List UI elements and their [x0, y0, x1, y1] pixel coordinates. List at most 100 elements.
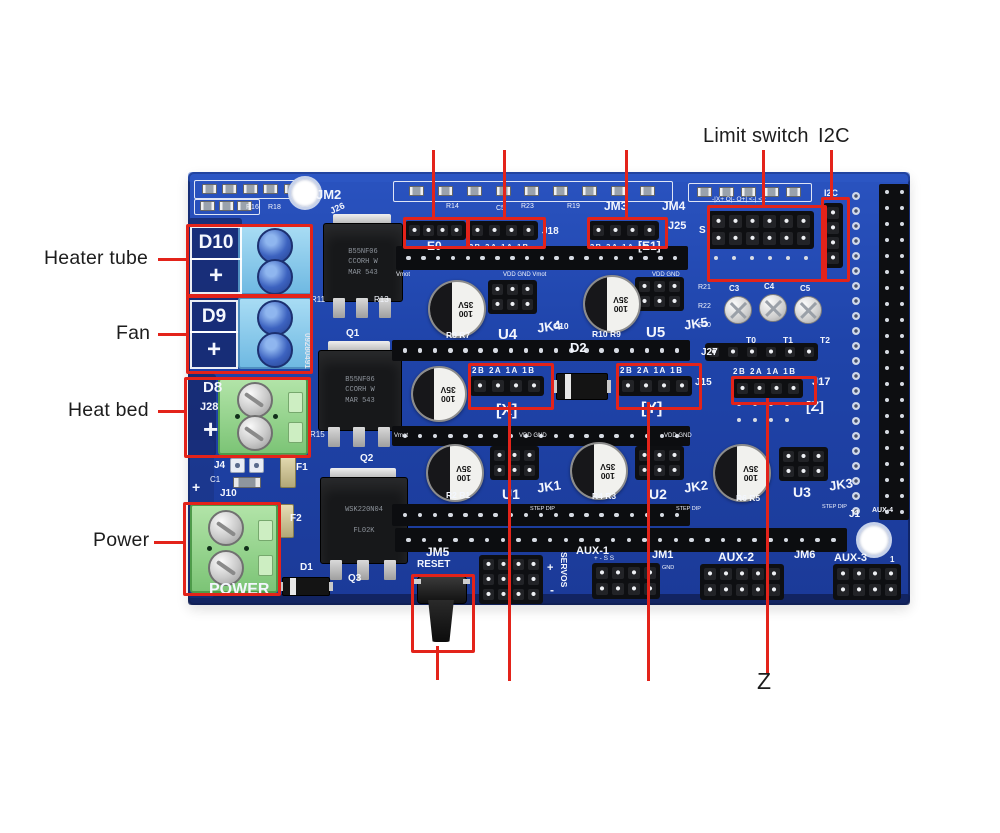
terminal-screw [207, 549, 244, 586]
terminal-dot [207, 545, 213, 551]
header-pin-dot [884, 382, 889, 386]
annotation-label-power: Power [93, 529, 150, 551]
pin [827, 222, 839, 234]
pin [639, 296, 650, 307]
pin [654, 450, 665, 461]
pin-header [779, 447, 828, 481]
pin [783, 451, 794, 462]
silkscreen-text: - [550, 583, 554, 597]
pin [513, 574, 524, 585]
mosfet-leg [330, 560, 342, 580]
pin [669, 450, 680, 461]
header-pin-dot [563, 537, 569, 543]
mosfet-body: B55NF06 CCORH W MAR 543 [318, 350, 402, 431]
pin [627, 225, 638, 236]
pin [676, 380, 688, 392]
header-pin-dot [584, 348, 589, 353]
header-pin-dot [899, 222, 904, 226]
through-hole [852, 462, 860, 470]
pin [528, 380, 540, 392]
header-pin-dot [899, 478, 904, 482]
header-pin-dot [599, 433, 604, 439]
pin [780, 215, 793, 228]
silkscreen-text: C5 [800, 284, 811, 293]
header-pin-dot [884, 206, 889, 210]
annotation-box-motor-connector-2 [466, 217, 546, 249]
silkscreen-text: C1 [210, 475, 221, 484]
pin [752, 584, 764, 596]
annotation-box-motor-connector-3 [587, 217, 668, 249]
header-pin-dot [626, 537, 632, 543]
pin [853, 568, 865, 580]
silkscreen-text: STEP DIP [676, 506, 701, 512]
smd-resistor [466, 185, 482, 196]
header-pin-dot [432, 433, 438, 439]
terminal-screw [256, 258, 293, 295]
smd-resistor [763, 186, 779, 197]
reset-button-stem [428, 600, 454, 642]
pin [798, 466, 809, 477]
pin [510, 380, 522, 392]
header-pin-dot [884, 510, 889, 514]
pin [483, 574, 494, 585]
mosfet-leg [357, 560, 369, 580]
silkscreen-text: D8 [203, 379, 223, 396]
header-pin-dot [899, 334, 904, 338]
pin [498, 589, 509, 600]
solder-pad [753, 418, 757, 422]
annotation-label-heat-bed: Heat bed [68, 399, 149, 421]
silkscreen-text: R4 R3 [592, 491, 617, 501]
silkscreen-text: R16 [246, 204, 259, 211]
annotation-line-top-line-1 [432, 150, 435, 219]
header-pin-dot [657, 537, 663, 543]
silkscreen-text: R19 [567, 203, 580, 210]
smd-resistor [611, 185, 627, 196]
annotation-label-limit-switch: Limit switch [703, 125, 809, 147]
through-hole [852, 342, 860, 350]
pad-hole [235, 463, 240, 468]
silkscreen-text: + [203, 414, 219, 444]
header-pin-dot [884, 238, 889, 242]
diode [279, 577, 333, 596]
pin-header [470, 376, 544, 396]
header-pin-dot [899, 270, 904, 274]
diode-lead [553, 380, 557, 393]
smd-resistor [237, 200, 253, 211]
header-pin-dot [899, 190, 904, 194]
diode-lead [279, 582, 283, 591]
header-pin-dot [674, 512, 680, 518]
header-pin-dot [899, 286, 904, 290]
solder-pad-grid [737, 402, 789, 422]
pin [720, 584, 732, 596]
header-pin-dot [884, 478, 889, 482]
header-pin-dot [629, 512, 634, 518]
silkscreen-text: + [547, 562, 554, 574]
pin [522, 299, 533, 310]
terminal-screw [256, 331, 293, 368]
silkscreen-text: RESET [417, 559, 451, 570]
capacitor-stripe [413, 368, 434, 420]
header-pin-dot [417, 433, 423, 439]
header-pin-dot [673, 537, 679, 543]
header-pin-dot [614, 348, 619, 353]
header-pin-dot [508, 348, 513, 353]
header-pin-dot [884, 286, 889, 290]
header-pin-dot [532, 537, 537, 543]
header-pin-dot [432, 512, 438, 518]
header-pin-dot [899, 382, 904, 386]
terminal-screw [207, 510, 244, 547]
annotation-line-z-line [766, 398, 769, 674]
pin [506, 225, 517, 236]
silkscreen-text: Q1 [346, 328, 360, 339]
female-header [396, 246, 688, 270]
electrolytic-capacitor: 100 35V [411, 366, 467, 422]
header-pin-dot [569, 348, 574, 353]
female-header [392, 504, 690, 526]
header-pin-dot [659, 512, 665, 518]
header-pin-dot [899, 430, 904, 434]
through-hole [852, 507, 860, 515]
through-hole [852, 207, 860, 215]
header-pin-dot [899, 398, 904, 402]
pin [644, 225, 655, 236]
pin [763, 215, 776, 228]
